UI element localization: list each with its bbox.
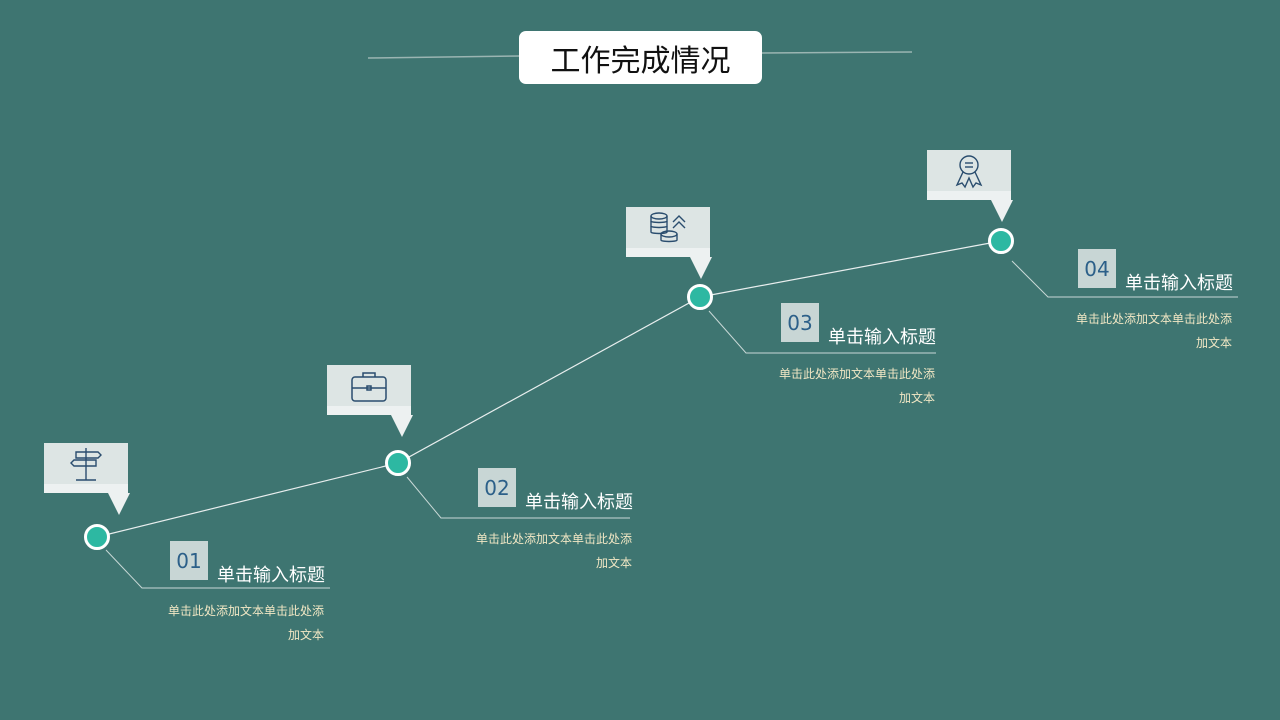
step-description: 单击此处添加文本单击此处添加文本 (167, 604, 324, 642)
step-title: 单击输入标题 (1125, 273, 1233, 294)
callout-step-3 (626, 207, 712, 279)
step-description: 单击此处添加文本单击此处添加文本 (475, 532, 632, 570)
callout-step-1 (44, 443, 130, 515)
milestone-dot-1 (84, 524, 110, 550)
page-title: 工作完成情况 (519, 31, 762, 84)
step-number: 01 (170, 541, 208, 580)
step-description: 单击此处添加文本单击此处添加文本 (778, 367, 935, 405)
callout-step-2 (327, 365, 413, 437)
step-number: 03 (781, 303, 819, 342)
step-title: 单击输入标题 (217, 565, 325, 586)
progress-line (96, 240, 1002, 538)
signpost-icon (70, 447, 102, 481)
step-title: 单击输入标题 (828, 327, 936, 348)
step-number: 04 (1078, 249, 1116, 288)
milestone-dot-3 (687, 284, 713, 310)
milestone-dot-4 (988, 228, 1014, 254)
step-number: 02 (478, 468, 516, 507)
step-title: 单击输入标题 (525, 492, 633, 513)
milestone-dot-2 (385, 450, 411, 476)
award-ribbon-icon (955, 154, 983, 188)
coins-up-icon (650, 211, 686, 242)
step-description: 单击此处添加文本单击此处添加文本 (1075, 312, 1232, 350)
callout-step-4 (927, 150, 1013, 222)
briefcase-icon (351, 371, 387, 402)
